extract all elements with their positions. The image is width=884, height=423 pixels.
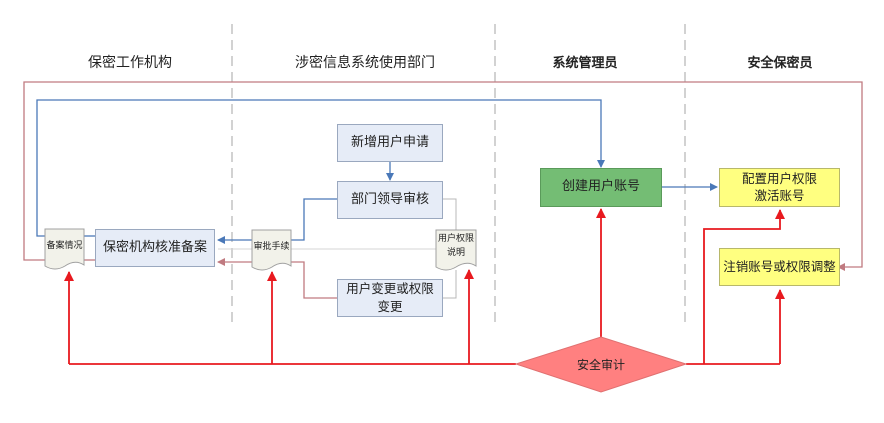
node-user-change[interactable]: 用户变更或权限 变更	[337, 279, 443, 317]
node-config-permission[interactable]: 配置用户权限 激活账号	[719, 168, 840, 207]
doc-permission-description-label: 用户权限 说明	[437, 234, 474, 258]
flow-filing-to-cancel	[23, 81, 863, 271]
link-change-to-description	[443, 270, 457, 299]
doc-approval-procedure	[251, 229, 292, 271]
lane-title-security-office: 保密工作机构	[88, 55, 172, 71]
node-new-user-request[interactable]: 新增用户申请	[337, 124, 443, 162]
security-audit-label: 安全审计	[576, 358, 625, 372]
flow-review-to-approval	[290, 198, 337, 241]
node-create-account[interactable]: 创建用户账号	[540, 168, 662, 207]
lane-title-sysadmin: 系统管理员	[552, 56, 618, 71]
node-dept-leader-review[interactable]: 部门领导审核	[337, 181, 443, 219]
doc-approval-procedure-label: 审批手续	[253, 242, 290, 252]
lane-title-security-officer: 安全保密员	[747, 56, 813, 71]
node-cancel-adjust[interactable]: 注销账号或权限调整	[719, 248, 840, 286]
lane-title-user-department: 涉密信息系统使用部门	[295, 55, 435, 71]
doc-filing-status-label: 备案情况	[46, 241, 83, 251]
node-security-approve-record[interactable]: 保密机构核准备案	[95, 229, 215, 267]
flow-change-to-approval	[290, 261, 337, 299]
flow-filing-to-create-account	[36, 99, 605, 237]
link-review-to-description	[443, 198, 457, 232]
doc-filing-status	[44, 228, 85, 270]
security-audit-diamond[interactable]	[514, 336, 688, 393]
audit-to-config	[703, 209, 785, 364]
doc-permission-description	[435, 229, 477, 271]
